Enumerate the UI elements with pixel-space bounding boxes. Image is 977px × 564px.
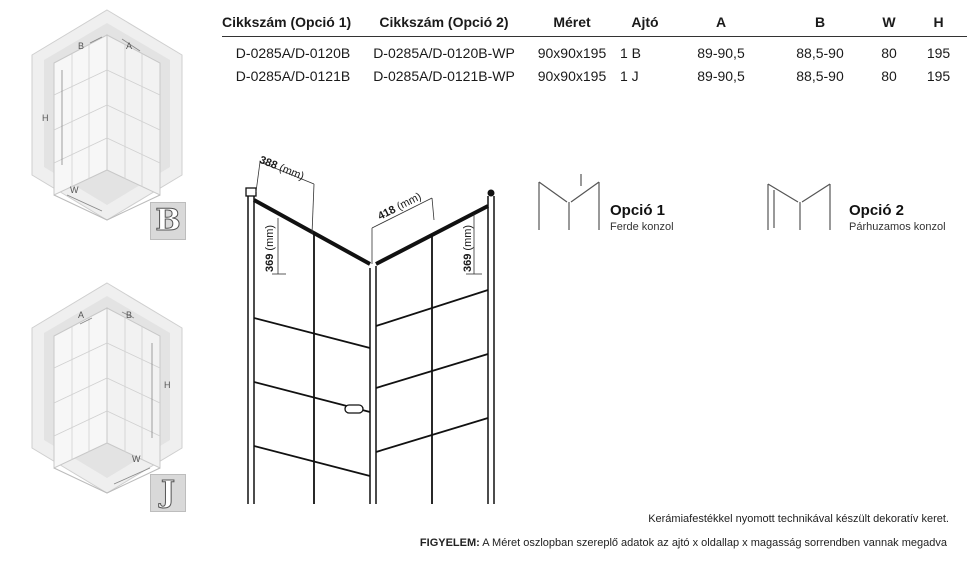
warning-label: FIGYELEM: [419, 537, 480, 549]
cell: D-0285A/D-0121B [235, 67, 351, 84]
table-row: D-0285A/D-0120B D-0285A/D-0120B-WP 90x90… [222, 37, 967, 65]
thumb-j-label-h: H [164, 380, 171, 390]
cell: 90x90x195 [537, 44, 607, 61]
option-1-subtitle: Ferde konzol [610, 221, 674, 233]
header-cikkszam-opcio-1: Cikkszám (Opció 1) [222, 14, 352, 30]
technical-drawing: 388 (mm) 418 (mm) 369 (mm) 369 (mm) [230, 150, 510, 504]
thumb-j-label-w: W [132, 454, 141, 464]
shower-frame-drawing [245, 161, 495, 504]
cell: 88,5-90 [796, 67, 844, 84]
option-2: Opció 2 Párhuzamos konzol [764, 176, 969, 234]
table-header-row: Cikkszám (Opció 1) Cikkszám (Opció 2) Mé… [222, 8, 967, 37]
spec-table: Cikkszám (Opció 1) Cikkszám (Opció 2) Mé… [222, 8, 967, 87]
option-1: Opció 1 Ferde konzol [535, 172, 695, 234]
dim-right-side: 369 (mm) [462, 224, 474, 272]
shower-illustration-j [31, 282, 183, 494]
shower-illustration-b [31, 9, 183, 221]
header-w: W [882, 14, 896, 30]
thumb-j-label-a: A [78, 310, 85, 320]
header-h: H [933, 14, 944, 30]
cell: 88,5-90 [796, 44, 844, 61]
warning-text: A Méret oszlopban szereplő adatok az ajt… [479, 537, 947, 549]
parallel-bracket-icon [767, 183, 831, 230]
thumb-j-label-b: B [126, 310, 133, 320]
decor-note: Kerámiafestékkel nyomott technikával kés… [648, 513, 949, 525]
option-2-title: Opció 2 [849, 202, 905, 219]
cell: 89-90,5 [697, 44, 745, 61]
cell: 89-90,5 [697, 67, 745, 84]
cell: 80 [881, 44, 897, 61]
cell: 90x90x195 [537, 67, 607, 84]
cell: 80 [881, 67, 897, 84]
door-type-j-badge: J [150, 474, 186, 512]
cell: D-0285A/D-0120B [235, 44, 351, 61]
diagonal-bracket-icon [538, 174, 600, 230]
thumbnail-left-door: A B H W [22, 278, 192, 513]
thumbnail-right-door: B A H W [22, 5, 192, 240]
thumb-b-label-w: W [70, 185, 79, 195]
cell: 1 B [620, 44, 642, 61]
header-meret: Méret [553, 14, 591, 30]
thumb-b-label-a: A [126, 41, 133, 51]
table-row: D-0285A/D-0121B D-0285A/D-0121B-WP 90x90… [222, 64, 967, 87]
option-2-subtitle: Párhuzamos konzol [849, 221, 946, 233]
warning-note: FIGYELEM: A Méret oszlopban szereplő ada… [420, 537, 947, 549]
option-1-title: Opció 1 [610, 202, 666, 219]
cell: 195 [926, 67, 951, 84]
cell: 195 [926, 44, 951, 61]
header-cikkszam-opcio-2: Cikkszám (Opció 2) [379, 14, 509, 30]
thumb-b-label-h: H [42, 113, 49, 123]
cell: D-0285A/D-0121B-WP [373, 67, 515, 84]
dim-left-side: 369 (mm) [264, 224, 276, 272]
header-a: A [715, 14, 727, 30]
cell: D-0285A/D-0120B-WP [373, 44, 515, 61]
cell: 1 J [620, 67, 639, 84]
door-type-b-badge: B [150, 202, 186, 240]
header-b: B [814, 14, 826, 30]
header-ajto: Ajtó [631, 14, 659, 30]
thumb-b-label-b: B [78, 41, 85, 51]
handle-icon [344, 404, 364, 414]
